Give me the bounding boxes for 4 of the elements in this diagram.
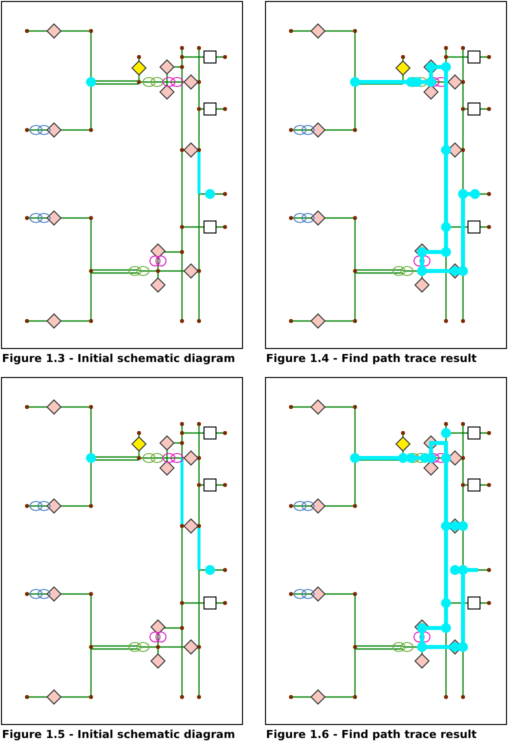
- figure-caption: Figure 1.3 - Initial schematic diagram: [2, 352, 236, 365]
- figure-caption: Figure 1.5 - Initial schematic diagram: [2, 728, 236, 741]
- figure-caption: Figure 1.4 - Find path trace result: [266, 352, 477, 365]
- figure-caption: Figure 1.6 - Find path trace result: [266, 728, 477, 741]
